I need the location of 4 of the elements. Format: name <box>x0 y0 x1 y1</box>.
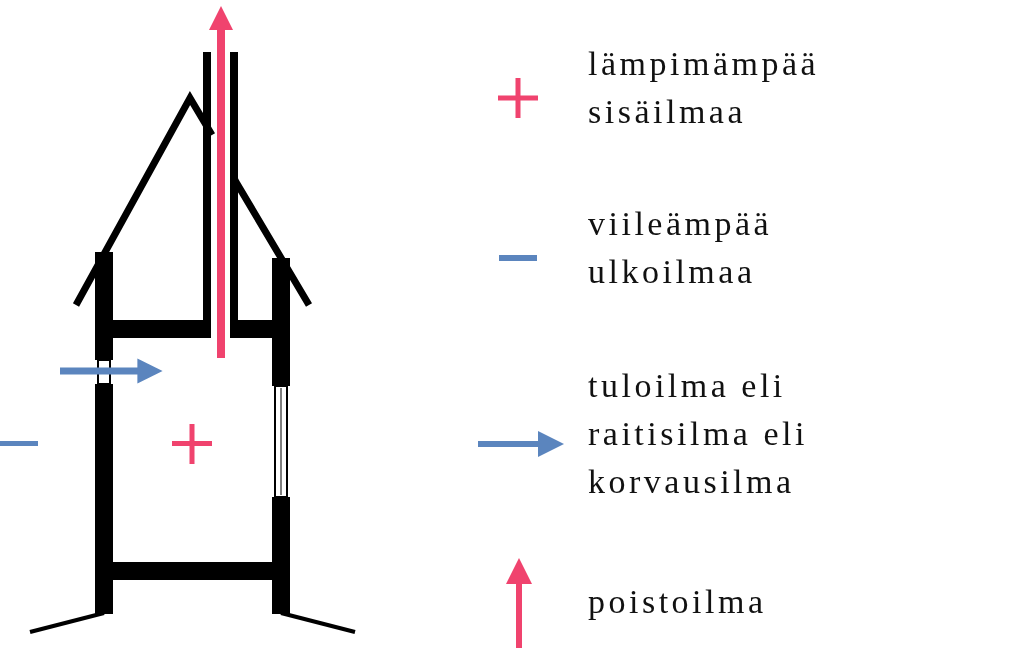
legend-text: viileämpää ulkoilmaa <box>588 204 774 292</box>
legend-text: tuloilma eli raitisilma eli korvausilma <box>588 366 809 502</box>
legend-text: lämpimämpää sisäilmaa <box>588 44 821 132</box>
legend-text: poistoilma <box>588 582 768 622</box>
